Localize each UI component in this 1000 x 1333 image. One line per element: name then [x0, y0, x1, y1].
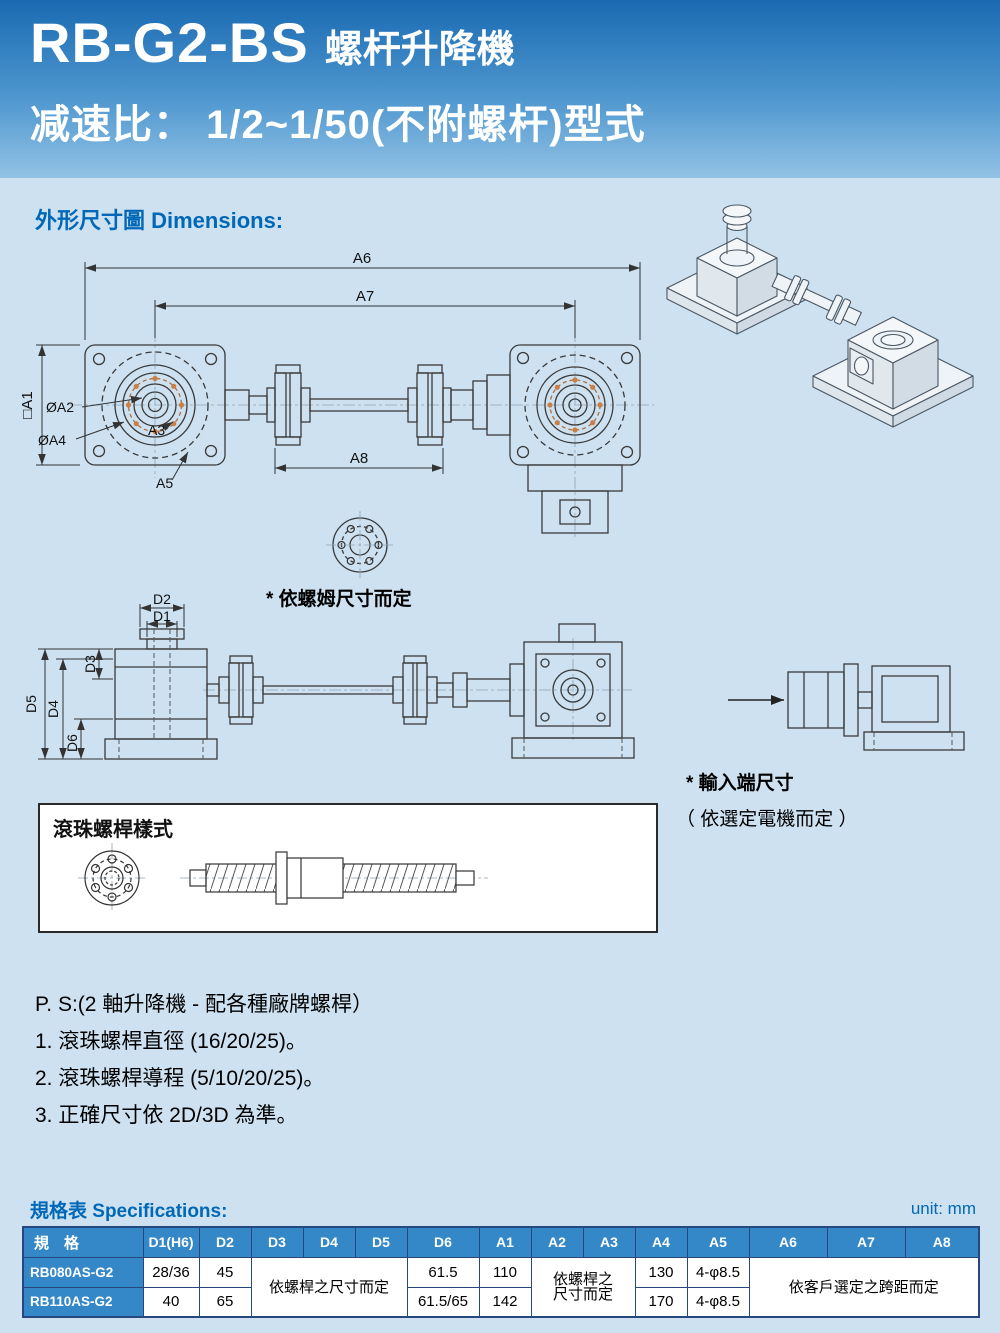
dim-a5: A5	[156, 475, 173, 491]
spec-merged-cell: 依螺桿之 尺寸而定	[530, 1256, 636, 1318]
spec-header-cell: A2	[530, 1226, 584, 1258]
ballscrew-sample-box: 滾珠螺桿樣式	[38, 803, 658, 933]
ps-title: P. S:(2 軸升降機 - 配各種廠牌螺桿）	[35, 993, 373, 1016]
ballscrew-box-label: 滾珠螺桿樣式	[53, 819, 173, 841]
dim-d2: D2	[153, 593, 171, 607]
spec-cell: 142	[478, 1286, 532, 1318]
spec-header-cell: D5	[354, 1226, 408, 1258]
spec-cell: 61.5	[406, 1256, 480, 1288]
ballscrew-drawing	[78, 843, 488, 913]
spec-table: 規 格 D1(H6) D2 D3 D4 D5 D6 A1 A2 A3 A4 A5…	[22, 1226, 980, 1318]
spec-row: RB110AS-G2 40 65 61.5/65 142 170 4-φ8.5	[22, 1286, 979, 1318]
ps-item-1: 1. 滾珠螺桿直徑 (16/20/25)。	[35, 1030, 307, 1053]
spec-header-cell: A4	[634, 1226, 688, 1258]
spec-cell: 65	[198, 1286, 252, 1318]
spec-header-cell: A8	[904, 1226, 980, 1258]
unit-label: unit: mm	[910, 1199, 976, 1218]
spec-cell: 61.5/65	[406, 1286, 480, 1318]
input-motor-note: （ 依選定電機而定 ）	[676, 809, 858, 830]
spec-cell: 28/36	[142, 1256, 200, 1288]
spec-model-cell: RB080AS-G2	[22, 1256, 144, 1288]
model-name: RB-G2-BS	[30, 11, 309, 74]
title-line: RB-G2-BS 螺杆升降機	[30, 10, 515, 75]
spec-row: RB080AS-G2 28/36 45 依螺桿之尺寸而定 61.5 110 依螺…	[22, 1256, 980, 1318]
spec-header-cell: D2	[198, 1226, 252, 1258]
dim-a3: A3	[148, 422, 165, 438]
spec-header-cell: D6	[406, 1226, 480, 1258]
bolt-dots	[125, 375, 603, 435]
nut-size-note: * 依螺姆尺寸而定	[266, 589, 412, 610]
dim-d6: D6	[64, 734, 80, 752]
spec-cell: 40	[142, 1286, 200, 1318]
isometric-view-drawing	[666, 204, 974, 428]
spec-cell: 4-φ8.5	[686, 1286, 750, 1318]
spec-header-cell: A1	[478, 1226, 532, 1258]
ps-item-3: 3. 正確尺寸依 2D/3D 為準。	[35, 1104, 298, 1127]
side-view-drawing: D2 D1 D5 D4 D6 D3	[23, 593, 635, 760]
spec-header-cell: D4	[302, 1226, 356, 1258]
dim-a2: ØA2	[46, 399, 74, 415]
dim-a1: □A1	[20, 391, 36, 418]
spec-cell: 170	[634, 1286, 688, 1318]
dim-d1: D1	[153, 608, 171, 624]
spec-header-cell: 規 格	[22, 1226, 144, 1258]
spec-cell: 130	[634, 1256, 688, 1288]
input-size-note: * 輸入端尺寸	[686, 773, 794, 794]
input-end-drawing	[728, 663, 965, 751]
spec-section-label: 規格表 Specifications:	[30, 1201, 228, 1222]
spec-header-cell: A3	[582, 1226, 636, 1258]
spec-model-cell: RB110AS-G2	[22, 1286, 144, 1318]
ps-item-2: 2. 滾珠螺桿導程 (5/10/20/25)。	[35, 1067, 325, 1090]
dim-a4: ØA4	[38, 432, 66, 448]
model-suffix: 螺杆升降機	[324, 29, 515, 71]
dim-a8: A8	[350, 450, 368, 467]
spec-cell: 45	[198, 1256, 252, 1288]
page-header: RB-G2-BS 螺杆升降機 减速比： 1/2~1/50(不附螺杆)型式	[0, 0, 1000, 178]
ratio-subtitle: 减速比： 1/2~1/50(不附螺杆)型式	[30, 103, 646, 147]
spec-cell: 110	[478, 1256, 532, 1288]
spec-merged-cell: 依客戶選定之跨距而定	[748, 1256, 980, 1318]
front-view-drawing: A6 A7 □A1 ØA2 A3 ØA4 A5 A8	[20, 250, 654, 579]
dim-d5: D5	[23, 695, 39, 713]
spec-header-row: 規 格 D1(H6) D2 D3 D4 D5 D6 A1 A2 A3 A4 A5…	[22, 1226, 980, 1258]
spec-header-cell: A6	[748, 1226, 828, 1258]
dimensions-section-label: 外形尺寸圖 Dimensions:	[35, 208, 284, 233]
spec-cell: 4-φ8.5	[686, 1256, 750, 1288]
spec-header-cell: A5	[686, 1226, 750, 1258]
spec-merged-cell: 依螺桿之尺寸而定	[250, 1256, 408, 1318]
spec-header-cell: D3	[250, 1226, 304, 1258]
dim-a7: A7	[356, 288, 374, 305]
spec-header-cell: D1(H6)	[142, 1226, 200, 1258]
dim-d3: D3	[82, 655, 98, 673]
ps-notes: P. S:(2 軸升降機 - 配各種廠牌螺桿） 1. 滾珠螺桿直徑 (16/20…	[35, 986, 373, 1134]
spec-header-cell: A7	[826, 1226, 906, 1258]
dim-d4: D4	[45, 700, 61, 718]
dim-a6: A6	[353, 250, 371, 267]
